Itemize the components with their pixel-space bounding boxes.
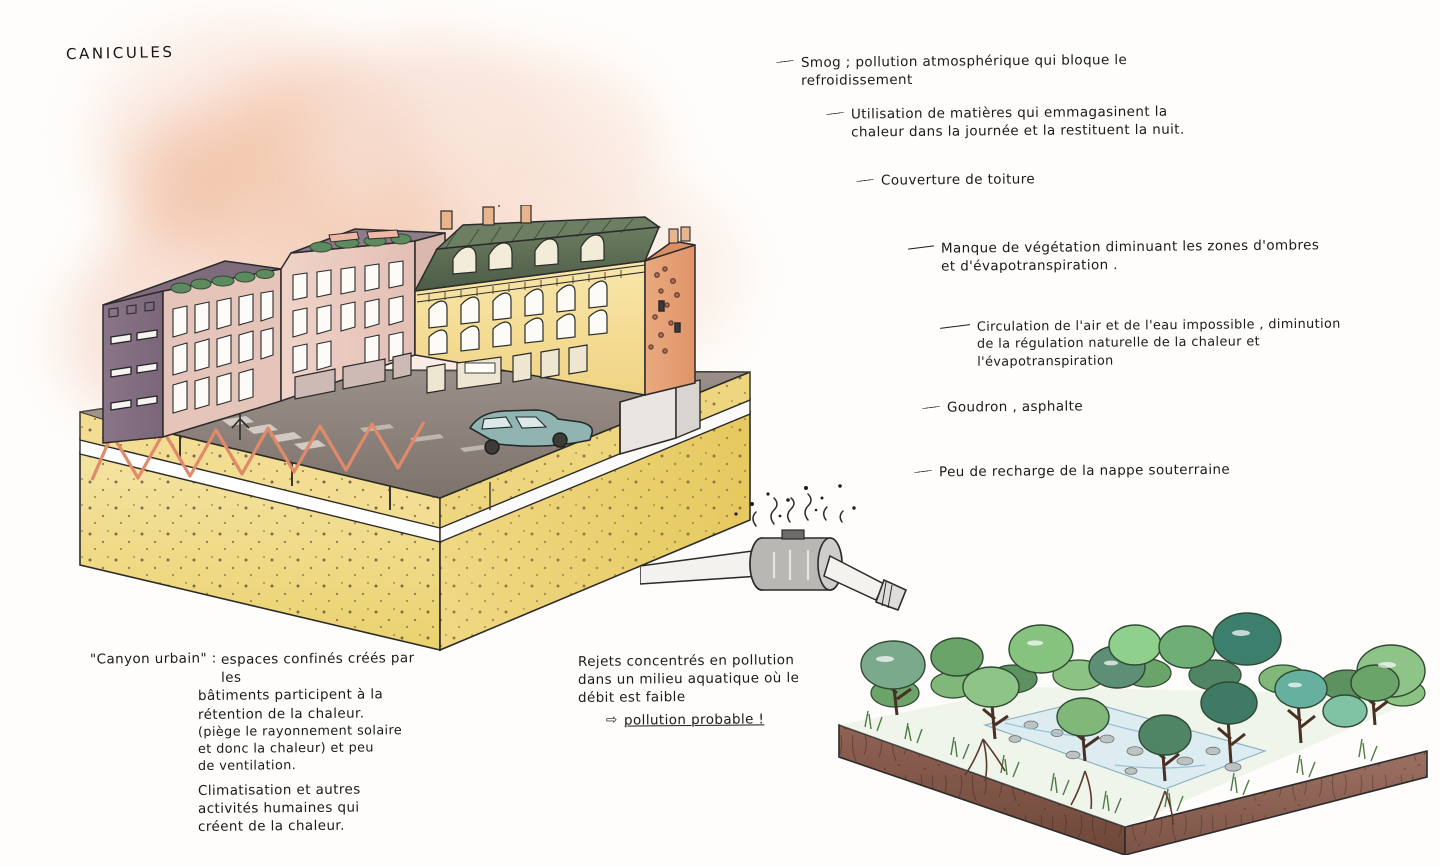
outfall-assembly: [639, 480, 940, 640]
leader-dash-icon: [940, 324, 970, 329]
smog-blob-6: [300, 40, 560, 250]
smog-blob-11: [120, 120, 240, 240]
pedestrian: [231, 403, 250, 440]
annotation-rejets: Rejets concentrés en pollution dans un m…: [578, 652, 808, 729]
annotation-nappe: Peu de recharge de la nappe souterraine: [914, 462, 1244, 480]
root-system: [964, 738, 1174, 826]
forest-block: [835, 575, 1435, 857]
annotation-vegetation-text: Manque de végétation diminuant les zones…: [940, 237, 1320, 275]
annotation-vegetation: Manque de végétation diminuant les zones…: [908, 237, 1338, 275]
annotation-goudron: Goudron , asphalte: [922, 398, 1202, 416]
building-haussmann: [413, 191, 696, 396]
annotation-nappe-text: Peu de recharge de la nappe souterraine: [938, 461, 1231, 481]
annotation-smog: Smog ; pollution atmosphérique qui bloqu…: [776, 52, 1236, 90]
leader-dash-icon: [856, 178, 874, 183]
smog-blob-3: [190, 90, 420, 310]
trees: [860, 612, 1426, 782]
leader-dash-icon: [776, 59, 794, 64]
smog-blob-4: [100, 190, 350, 420]
buildings-group: [85, 191, 705, 455]
smog-blob-5: [60, 250, 270, 430]
grass-tufts: [864, 710, 1378, 814]
rejets-line-1: Rejets concentrés en pollution: [577, 652, 795, 671]
annotation-toiture: Couverture de toiture: [856, 171, 1176, 189]
forest-soil-prism: [838, 687, 1428, 857]
groundwater-band: [79, 396, 751, 544]
leader-dash-icon: [826, 111, 844, 116]
canyon-label: "Canyon urbain" :: [89, 650, 217, 668]
annotation-smog-text: Smog ; pollution atmosphérique qui bloqu…: [800, 52, 1128, 90]
rejets-arrow-icon: ⇨: [605, 711, 618, 728]
canyon-body-line-6: de ventilation.: [197, 758, 297, 775]
canyon-body-line-4: (piège le rayonnement solaire: [197, 723, 403, 740]
underground-duct: [619, 379, 701, 455]
buried-network: [173, 422, 491, 510]
soil-fill-upper: [79, 370, 751, 530]
building-purple: [102, 260, 282, 444]
smog-blob-9: [520, 180, 740, 370]
smog-cloud-group: [0, 0, 760, 520]
annotation-circulation: Circulation de l'air et de l'eau impossi…: [940, 317, 1390, 369]
urban-block: [60, 190, 780, 670]
outfall-drum: [749, 529, 843, 591]
steam-wisps: [752, 493, 844, 527]
pollution-specks: [734, 484, 856, 518]
annotation-canyon: "Canyon urbain" : espaces confinés créés…: [90, 650, 420, 835]
heat-zigzag: [90, 421, 426, 481]
rejets-conclusion: pollution probable !: [623, 711, 765, 729]
annotation-materiaux-text: Utilisation de matières qui emmagasinent…: [850, 103, 1185, 141]
soil-deep-body: [79, 410, 751, 652]
leader-dash-icon: [914, 469, 932, 474]
canyon-body-line-9: créent de la chaleur.: [197, 817, 345, 836]
annotation-toiture-text: Couverture de toiture: [880, 171, 1036, 189]
leader-dash-icon: [922, 405, 940, 410]
smog-blob-7: [360, 150, 620, 350]
smog-blob-8: [430, 60, 660, 250]
rejets-line-3: débit est faible: [577, 689, 686, 707]
canyon-body-line-3: rétention de la chaleur.: [197, 705, 365, 723]
building-pale: [280, 228, 446, 403]
shrub-band: [870, 658, 1426, 708]
smog-blob-2: [150, 60, 450, 320]
canyon-body-line-8: activités humaines qui: [197, 799, 360, 817]
stream: [982, 700, 1267, 790]
leader-dash-icon: [908, 245, 934, 250]
canyon-body-line-7: Climatisation et autres: [197, 781, 361, 799]
annotation-goudron-text: Goudron , asphalte: [946, 398, 1084, 416]
canyon-body-line-2: bâtiments participent à la: [197, 686, 384, 705]
car: [468, 409, 594, 455]
page-title: CANICULES: [65, 42, 175, 64]
annotation-materiaux: Utilisation de matières qui emmagasinent…: [826, 103, 1246, 141]
smog-blob-10: [250, 330, 510, 480]
street-surface: [79, 369, 751, 499]
canyon-body-line-1: espaces confinés créés par les: [220, 650, 415, 687]
annotation-circulation-text: Circulation de l'air et de l'eau impossi…: [976, 316, 1341, 370]
